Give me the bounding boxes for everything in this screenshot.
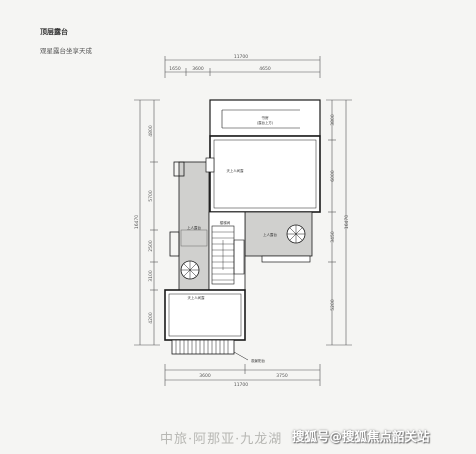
umbrella-table-icon-right [286,224,306,244]
dim-right-3: 3450 [330,231,336,243]
page-title: 顶层露台 [40,28,68,36]
dim-left-3: 2500 [148,240,154,252]
label-terrace-upper: 天上人间露 [227,168,245,173]
left-bench [169,231,180,257]
dim-bottom-2: 3750 [276,373,288,379]
bottom-slab-hatch [175,340,229,354]
dim-top-2: 3600 [192,66,204,72]
dim-right-lines [326,99,352,346]
dim-left-lines [134,99,160,346]
bottom-slab [171,339,235,355]
dim-left-4: 3100 [148,270,154,282]
left-column-bay [173,161,185,177]
lower-terrace [164,289,246,341]
terrace-left-label-box [180,229,208,247]
umbrella-table-icon-left [180,260,200,280]
marker-leader [233,351,249,361]
stair-treads [212,231,234,281]
dim-right-1: 3800 [330,114,336,126]
stair-landing [233,239,245,275]
label-terrace-left: 上人露台 [187,225,201,230]
dim-top-3: 4650 [259,66,271,72]
watermark: 搜狐号@搜狐焦点韶关站 [292,429,430,444]
dim-top-lines [164,56,321,78]
label-cabin: 书房 [261,115,269,120]
upper-terrace [209,135,321,213]
dim-top-1: 1650 [169,66,181,72]
dim-right-total: 16470 [344,215,350,229]
label-cabin-note: (露台上方) [257,120,274,125]
dim-bottom-total: 11700 [234,382,248,388]
label-terrace-right: 上人露台 [263,232,277,237]
right-terrace-edge [261,255,311,263]
page-subtitle: 观星露台坐享天成 [40,47,92,55]
dim-right-4: 5200 [330,299,336,311]
dim-bottom-lines [164,364,321,386]
dim-right-2: 6000 [330,170,336,182]
dim-top-total: 11700 [234,54,248,60]
footer-brand: 中旅·阿那亚·九龙湖 [160,432,283,447]
label-marker: 观景阳台 [251,358,265,363]
dim-left-2: 5700 [148,190,154,202]
label-terrace-lower: 天上人间露 [188,295,206,300]
label-stair: 楼梯间 [220,220,231,225]
dim-left-1: 4800 [148,125,154,137]
dim-left-5: 4200 [148,312,154,324]
dim-bottom-1: 3600 [199,373,211,379]
upper-terrace-door [205,157,215,173]
dim-left-total: 16470 [134,215,140,229]
